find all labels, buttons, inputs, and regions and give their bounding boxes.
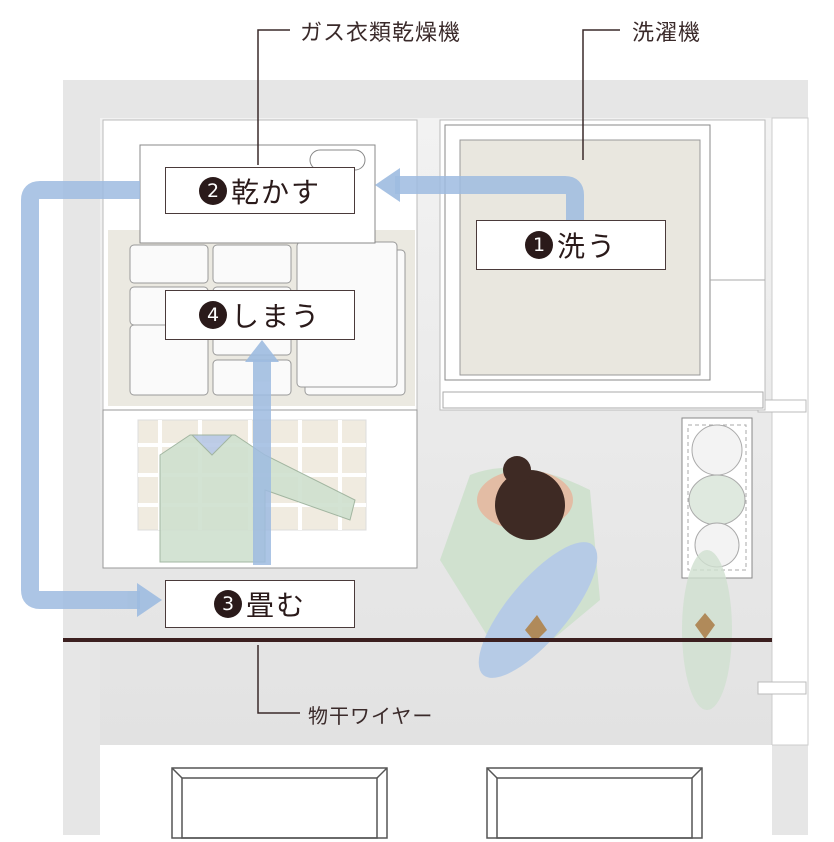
step-label: 乾かす: [230, 175, 321, 209]
step-number: 1: [524, 231, 553, 259]
step-label: しまう: [230, 300, 321, 333]
step-number: 3: [213, 590, 242, 618]
step-label: 洗う: [556, 230, 617, 263]
person: [440, 456, 600, 678]
step-number: 2: [198, 176, 227, 205]
step-number: 4: [198, 301, 227, 329]
wire-label: 物干ワイヤー: [308, 704, 434, 728]
dryer-label: ガス衣類乾燥機: [300, 21, 462, 46]
flow-arrows: [21, 176, 584, 609]
step-label: 畳む: [245, 589, 306, 622]
bottom-fixture: [171, 767, 703, 839]
washer-label: 洗濯機: [632, 21, 702, 46]
